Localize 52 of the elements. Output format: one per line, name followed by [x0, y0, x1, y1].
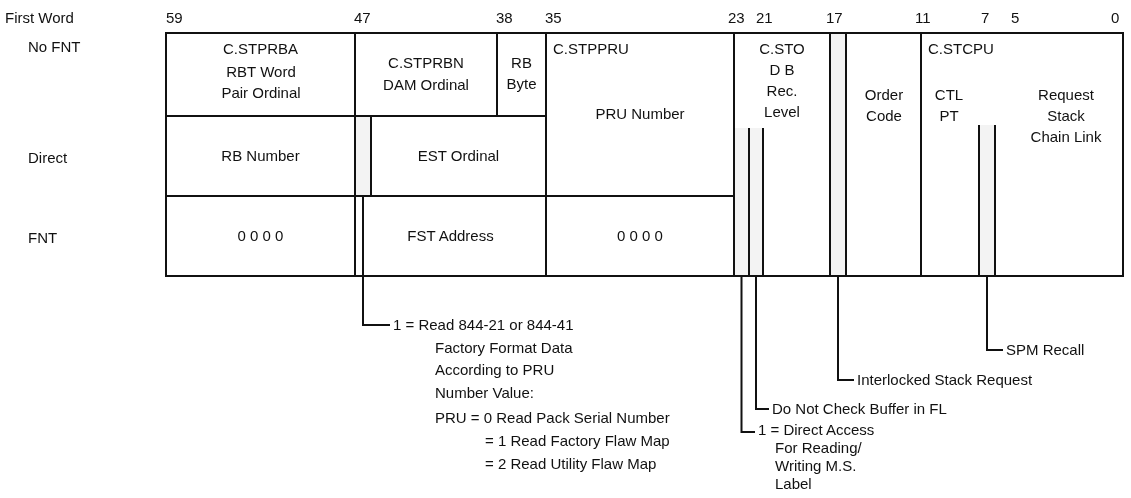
- bit-number: 17: [826, 9, 843, 26]
- bit-number: 5: [1011, 9, 1020, 26]
- field-label: C.STPPRU: [553, 39, 630, 59]
- bit-field-cell: [920, 32, 1124, 277]
- leader-line: [837, 276, 855, 381]
- field-label: RBT Word Pair Ordinal: [220, 62, 302, 103]
- bit-number: 23: [728, 9, 745, 26]
- field-label: EST Ordinal: [416, 146, 501, 166]
- bit-number: 21: [756, 9, 773, 26]
- bit-number: 59: [166, 9, 183, 26]
- bit-number: 11: [915, 9, 931, 26]
- bit-number: 35: [545, 9, 562, 26]
- field-label: CTL PT: [933, 85, 965, 126]
- bit-field-strip: [748, 128, 764, 275]
- field-label: C.STO D B: [758, 39, 806, 80]
- bit-field-cell: [165, 195, 356, 277]
- field-label: Order Code: [863, 85, 905, 126]
- field-label: C.STCPU: [928, 39, 995, 59]
- note-text: SPM Recall: [1006, 340, 1086, 360]
- note-text: = 2 Read Utility Flaw Map: [485, 454, 658, 474]
- bit-number: 47: [354, 9, 371, 26]
- field-label: RB Number: [220, 146, 301, 166]
- row-label: FNT: [28, 229, 58, 246]
- row-label: No FNT: [28, 38, 81, 55]
- field-label: C.STPRBA: [222, 39, 299, 59]
- note-text: 1 = Direct Access For Reading/ Writing M.S. Label: [758, 421, 876, 493]
- field-label: PRU Number: [594, 104, 686, 124]
- field-label: DAM Ordinal: [382, 75, 470, 95]
- field-label: 0 0 0 0: [236, 226, 285, 246]
- field-label: Rec. Level: [763, 81, 801, 122]
- leader-line: [362, 196, 391, 326]
- field-label: C.STPRBN: [387, 53, 465, 73]
- row-label: Direct: [28, 149, 68, 166]
- field-label: FST Address: [406, 226, 495, 246]
- note-text: Interlocked Stack Request: [857, 370, 1034, 390]
- bit-number: 7: [981, 9, 990, 26]
- note-text: PRU = 0 Read Pack Serial Number: [435, 408, 671, 428]
- row-header: First Word: [5, 9, 74, 26]
- bit-field-cell: [165, 32, 356, 117]
- leader-line: [755, 274, 770, 410]
- note-text: Do Not Check Buffer in FL: [772, 399, 948, 419]
- field-label: Request Stack Chain Link: [1030, 85, 1102, 147]
- field-label: 0 0 0 0: [616, 226, 664, 246]
- bit-field-strip: [978, 125, 996, 275]
- bit-number: 0: [1111, 9, 1120, 26]
- bit-field-cell: [845, 32, 922, 277]
- bit-number: 38: [496, 9, 513, 26]
- leader-line: [740, 274, 756, 433]
- field-label: RB Byte: [505, 53, 538, 94]
- leader-line: [986, 274, 1004, 351]
- note-text: = 1 Read Factory Flaw Map: [485, 431, 671, 451]
- note-text: 1 = Read 844-21 or 844-41 Factory Format Data According to PRU Number Value:: [393, 315, 575, 403]
